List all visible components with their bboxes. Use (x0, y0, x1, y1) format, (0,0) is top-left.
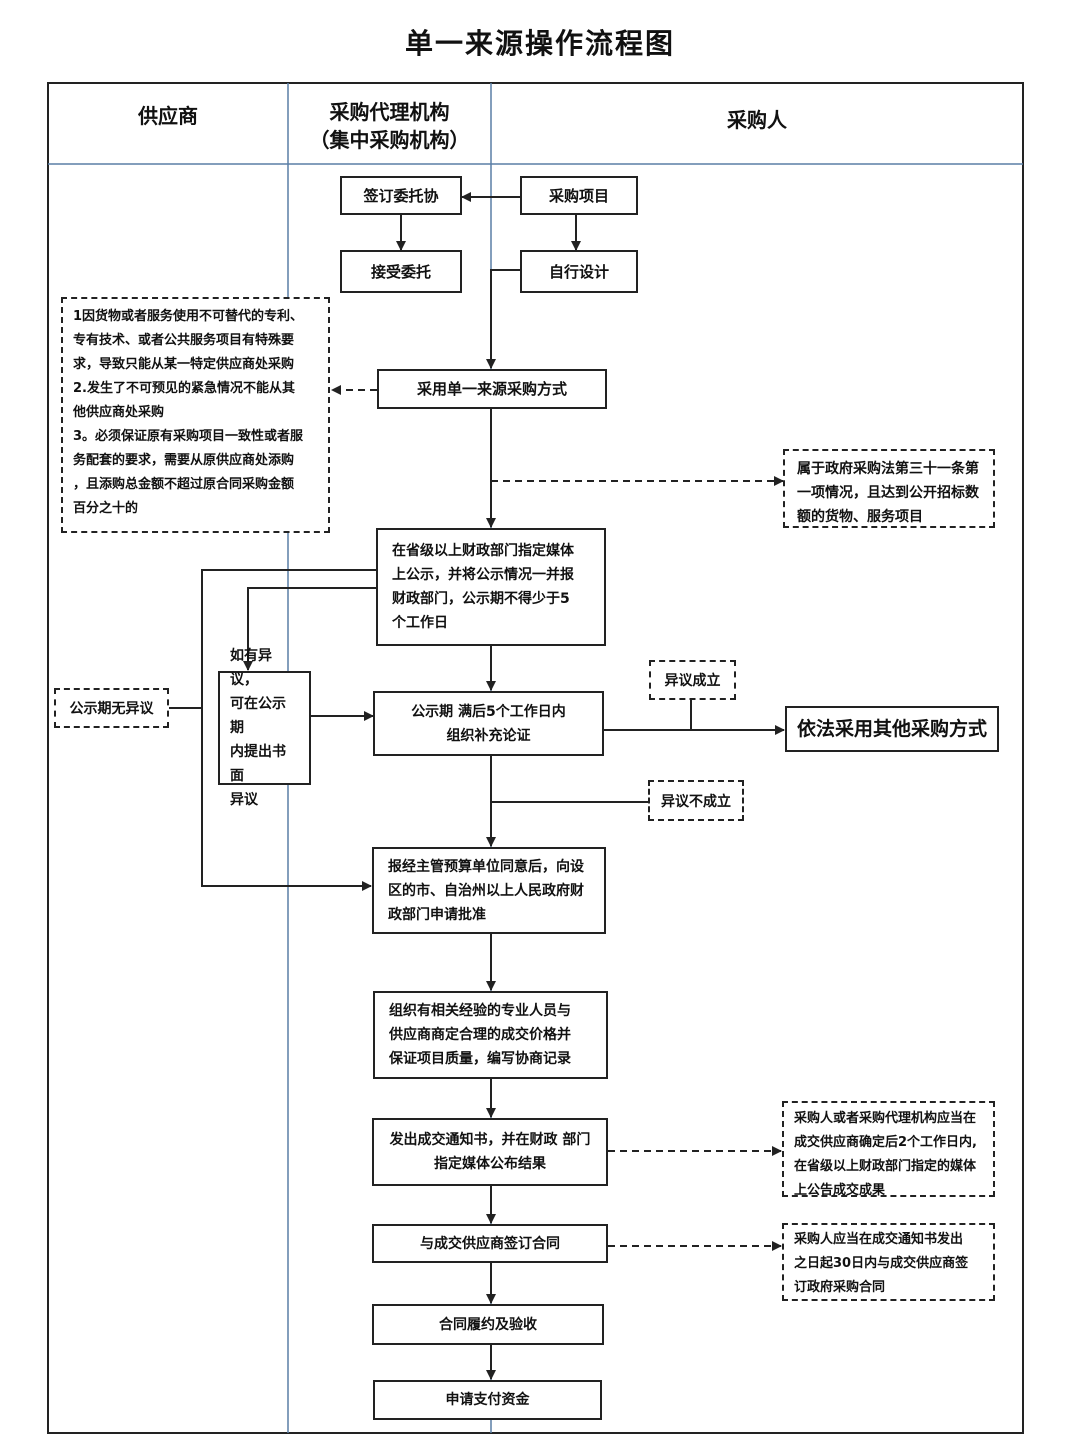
contract-deadline-note: 采购人应当在成交通知书发出 之日起30日内与成交供应商签 订政府采购合同 (782, 1223, 995, 1301)
no-objection-tag: 公示期无异议 (54, 688, 169, 728)
article31-note: 属于政府采购法第三十一条第 一项情况，且达到公开招标数 额的货物、服务项目 (783, 449, 995, 528)
negotiation-box: 组织有相关经验的专业人员与 供应商商定合理的成交价格并 保证项目质量，编写协商记… (373, 991, 608, 1079)
objection-upheld-tag: 异议成立 (649, 660, 736, 700)
payment-box: 申请支付资金 (373, 1380, 602, 1420)
self-design-box: 自行设计 (520, 250, 638, 293)
sign-entrust-box: 签订委托协 (340, 176, 462, 215)
sign-contract-box: 与成交供应商签订合同 (372, 1224, 608, 1263)
lane-header-agency: 采购代理机构 （集中采购机构） (309, 100, 470, 152)
flowchart-frame (47, 82, 1024, 1434)
conditions-note: 1因货物或者服务使用不可替代的专利、 专有技术、或者公共服务项目有特殊要 求，导… (61, 297, 330, 533)
adopt-single-source-box: 采用单一来源采购方式 (377, 369, 607, 409)
publicity-box: 在省级以上财政部门指定媒体 上公示，并将公示情况一并报 财政部门，公示期不得少于… (376, 528, 606, 646)
accept-entrust-box: 接受委托 (340, 250, 462, 293)
objection-rejected-tag: 异议不成立 (648, 780, 744, 821)
other-method-box: 依法采用其他采购方式 (785, 706, 999, 752)
announce-result-note: 采购人或者采购代理机构应当在 成交供应商确定后2个工作日内, 在省级以上财政部门… (782, 1101, 995, 1198)
page-title: 单一来源操作流程图 (404, 27, 675, 60)
notice-box: 发出成交通知书，并在财政 部门 指定媒体公布结果 (372, 1118, 608, 1186)
approval-box: 报经主管预算单位同意后，向设 区的市、自治州以上人民政府财 政部门申请批准 (372, 847, 606, 934)
demonstration-box: 公示期 满后5个工作日内 组织补充论证 (373, 691, 604, 756)
objection-submit-box: 如有异议， 可在公示期 内提出书面 异议 (218, 648, 311, 808)
lane-header-purchaser: 采购人 (727, 108, 787, 132)
lane-header-supplier: 供应商 (138, 104, 198, 128)
performance-box: 合同履约及验收 (372, 1304, 604, 1345)
procurement-project-box: 采购项目 (520, 176, 638, 215)
